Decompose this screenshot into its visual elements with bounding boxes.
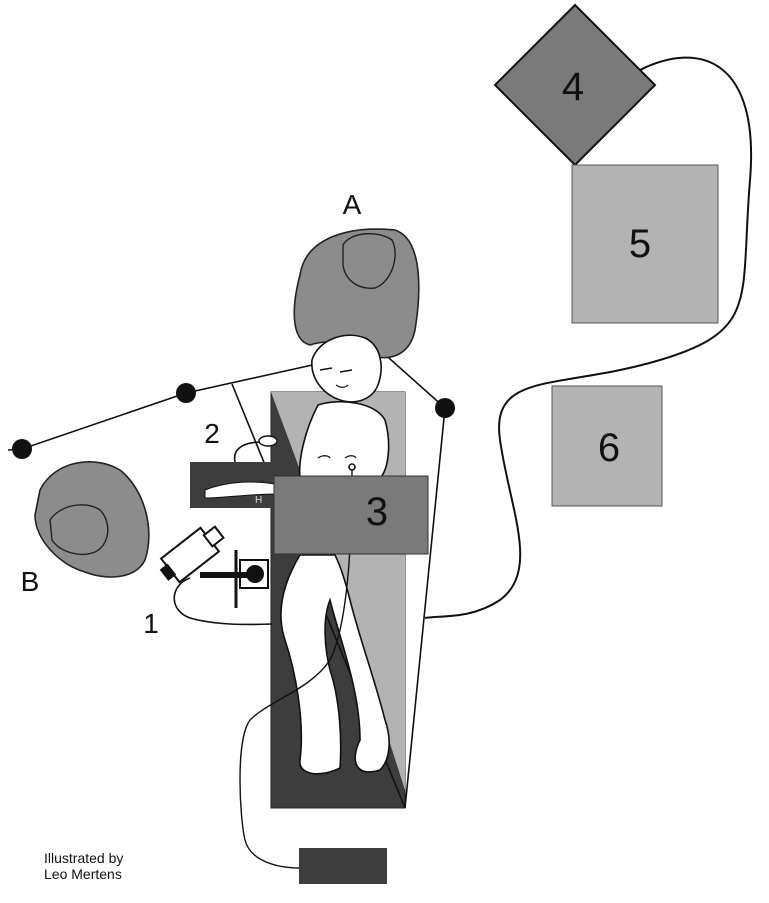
equipment-5: 5 — [571, 164, 719, 324]
credit-line-1: Illustrated by — [44, 850, 124, 866]
item-3-label: 3 — [366, 490, 388, 534]
marker-dot-middle — [176, 383, 196, 403]
equipment-6-label: 6 — [598, 426, 620, 470]
equipment-5-label: 5 — [629, 222, 651, 266]
equipment-4: 4 — [493, 3, 657, 167]
label-2: 2 — [204, 418, 220, 449]
person-b — [34, 461, 150, 578]
svg-text:H: H — [255, 495, 262, 506]
tower-cable — [424, 56, 753, 619]
marker-dot-right — [435, 398, 455, 418]
illustration-credit: Illustrated by Leo Mertens — [44, 850, 123, 882]
floor-unit — [299, 848, 387, 884]
label-1: 1 — [143, 608, 159, 639]
patient — [239, 334, 390, 869]
person-a — [293, 228, 420, 359]
label-b: B — [21, 566, 40, 597]
equipment-6: 6 — [551, 385, 663, 507]
item-1-device — [159, 525, 273, 626]
credit-line-2: Leo Mertens — [44, 866, 122, 882]
marker-dot-left — [12, 439, 32, 459]
arm-board: H — [190, 462, 280, 508]
equipment-4-label: 4 — [562, 65, 584, 109]
item-3: 3 — [273, 475, 429, 555]
label-a: A — [343, 189, 362, 220]
item-2-cable — [233, 435, 278, 463]
